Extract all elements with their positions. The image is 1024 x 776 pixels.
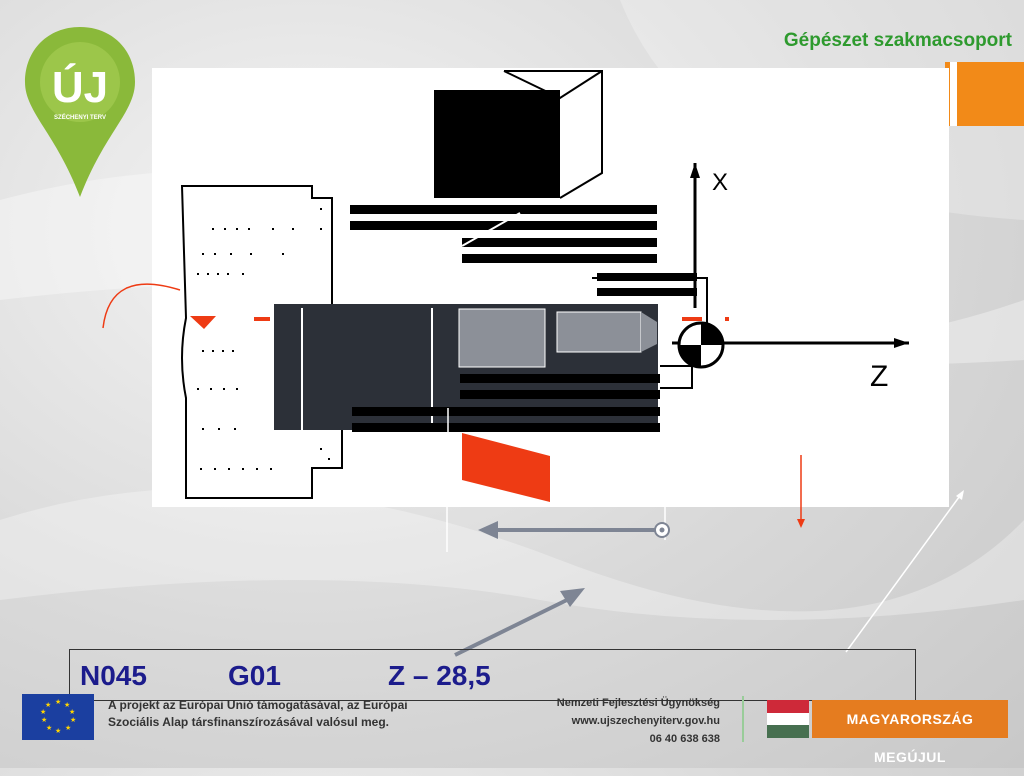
eu-flag: ★★★★ ★★★★ ★★ <box>22 694 94 740</box>
szechenyi-terv-logo: ÚJ SZÉCHENYI TERV <box>25 27 135 197</box>
svg-text:★: ★ <box>55 698 61 706</box>
eu-funding-note: A projekt az Európai Unió támogatásával,… <box>108 697 408 731</box>
tool-turret <box>350 70 697 296</box>
page-title: Gépészet szakmacsoport <box>783 30 1012 51</box>
svg-text:★: ★ <box>69 708 75 716</box>
origin-marker <box>677 321 725 369</box>
agency-website[interactable]: www.ujszechenyiterv.gov.hu <box>571 715 720 727</box>
travel-arrow-z <box>478 521 670 539</box>
axis-x: X <box>690 163 728 308</box>
axis-z-label: Z <box>870 360 888 393</box>
eu-stars-icon: ★★★★ ★★★★ ★★ <box>40 698 76 735</box>
svg-text:★: ★ <box>70 716 76 724</box>
red-markers <box>190 316 729 502</box>
workpiece <box>274 304 660 507</box>
eu-note-line2: Szociális Alap társfinanszírozásával val… <box>108 715 389 729</box>
code-line-box <box>69 649 916 701</box>
eu-note-line1: A projekt az Európai Unió támogatásával,… <box>108 698 408 712</box>
footer-divider <box>742 696 744 742</box>
agency-phone: 06 40 638 638 <box>649 733 720 745</box>
code-block-number: N045 <box>80 660 147 691</box>
code-coordinate: Z – 28,5 <box>388 660 491 691</box>
svg-text:★: ★ <box>55 727 61 735</box>
agency-contact: Nemzeti Fejlesztési Ügynökség www.ujszec… <box>557 694 720 748</box>
feed-arrow <box>454 588 585 657</box>
svg-text:★: ★ <box>41 716 47 724</box>
hungarian-flag-icon <box>767 700 809 738</box>
logo-subtitle: SZÉCHENYI TERV <box>54 113 106 121</box>
orange-accent-tab <box>945 62 1024 126</box>
svg-text:★: ★ <box>45 701 51 709</box>
axis-x-label: X <box>712 169 728 196</box>
svg-text:★: ★ <box>40 708 46 716</box>
svg-text:★: ★ <box>64 701 70 709</box>
lathe-diagram: X Z <box>152 68 949 507</box>
agency-name: Nemzeti Fejlesztési Ügynökség <box>556 697 720 709</box>
logo-text: ÚJ <box>52 62 108 112</box>
white-pointer-line <box>845 490 964 653</box>
svg-text:★: ★ <box>65 724 71 732</box>
magyarorszag-megujul-logo: MAGYARORSZÁG MEGÚJUL <box>812 700 1008 765</box>
code-command: G01 <box>228 660 281 691</box>
svg-text:★: ★ <box>46 724 52 732</box>
